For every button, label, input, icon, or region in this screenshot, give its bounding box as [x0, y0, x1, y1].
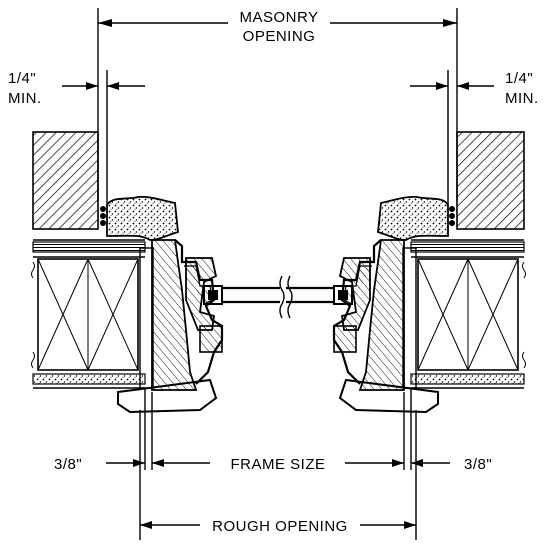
masonry-opening-dimension: MASONRY OPENING [97, 8, 458, 200]
rough-opening-dimension: ROUGH OPENING [140, 518, 416, 535]
frame-size-dimension: 3/8" FRAME SIZE 3/8" [54, 456, 492, 473]
three-eighths-left-label: 3/8" [54, 456, 82, 473]
frame-size-label: FRAME SIZE [230, 456, 325, 473]
left-frame-jamb [151, 239, 198, 391]
rough-opening-label: ROUGH OPENING [212, 518, 348, 535]
glass-break-symbol [279, 275, 293, 319]
masonry-label-line2: OPENING [243, 28, 316, 45]
quarter-inch-left-dimension: 1/4" MIN. [8, 70, 145, 205]
left-sash [185, 257, 218, 331]
left-sealant [106, 195, 179, 241]
quarter-right-line1: 1/4" [505, 70, 533, 87]
left-jamb [31, 131, 280, 414]
quarter-left-line1: 1/4" [8, 70, 36, 87]
left-glass-edge [203, 285, 223, 305]
masonry-label-line1: MASONRY [239, 9, 318, 26]
quarter-right-line2: MIN. [505, 90, 539, 107]
right-jamb [286, 131, 526, 414]
right-brick [456, 131, 525, 230]
right-glass-edge [333, 285, 353, 305]
quarter-left-line2: MIN. [8, 90, 42, 107]
right-frame-jamb [358, 239, 405, 391]
quarter-inch-right-dimension: 1/4" MIN. [410, 70, 539, 205]
three-eighths-right-label: 3/8" [464, 456, 492, 473]
left-brick [32, 131, 99, 230]
right-sash [338, 257, 371, 331]
right-sealant [377, 195, 449, 241]
